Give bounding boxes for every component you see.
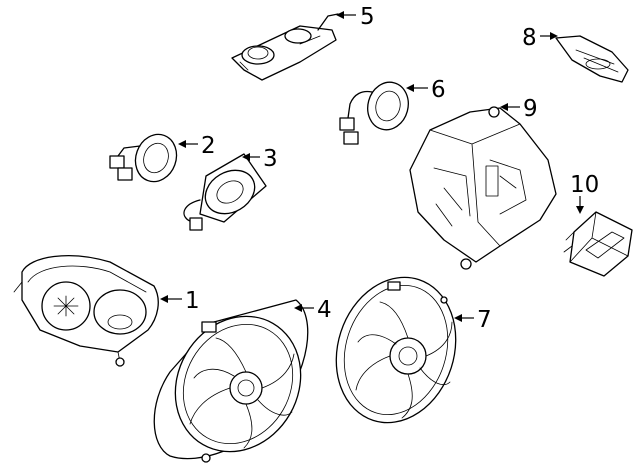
callout-6: 6 xyxy=(406,77,446,103)
callout-2-number: 2 xyxy=(201,133,216,159)
callout-9: 9 xyxy=(500,96,538,122)
callout-6-number: 6 xyxy=(431,77,446,103)
part-10-control-module xyxy=(563,211,633,277)
callout-3: 3 xyxy=(242,146,278,172)
part-6-speaker xyxy=(339,81,409,145)
callout-8: 8 xyxy=(522,25,558,51)
callout-5-number: 5 xyxy=(360,4,375,30)
callout-1: 1 xyxy=(160,288,200,314)
callout-9-number: 9 xyxy=(523,96,538,122)
callout-4-number: 4 xyxy=(317,297,332,323)
part-7-cooling-fan xyxy=(335,276,457,424)
callout-4: 4 xyxy=(294,297,332,323)
part-2-speaker xyxy=(109,133,178,183)
part-1-speaker-enclosure xyxy=(13,255,159,367)
callout-7-number: 7 xyxy=(477,307,492,333)
callout-3-number: 3 xyxy=(263,146,278,172)
callout-5: 5 xyxy=(336,4,375,30)
part-4-cooling-fan xyxy=(153,299,309,463)
part-3-speaker xyxy=(183,153,267,231)
part-5-tweeter-bracket xyxy=(231,13,339,81)
callout-10: 10 xyxy=(570,172,599,214)
callout-10-number: 10 xyxy=(570,172,599,198)
callout-7: 7 xyxy=(454,307,492,333)
callout-8-number: 8 xyxy=(522,25,537,51)
callout-2: 2 xyxy=(178,133,216,159)
callout-1-number: 1 xyxy=(185,288,200,314)
part-9-blower-housing xyxy=(409,106,557,270)
part-8-tweeter xyxy=(555,35,629,83)
